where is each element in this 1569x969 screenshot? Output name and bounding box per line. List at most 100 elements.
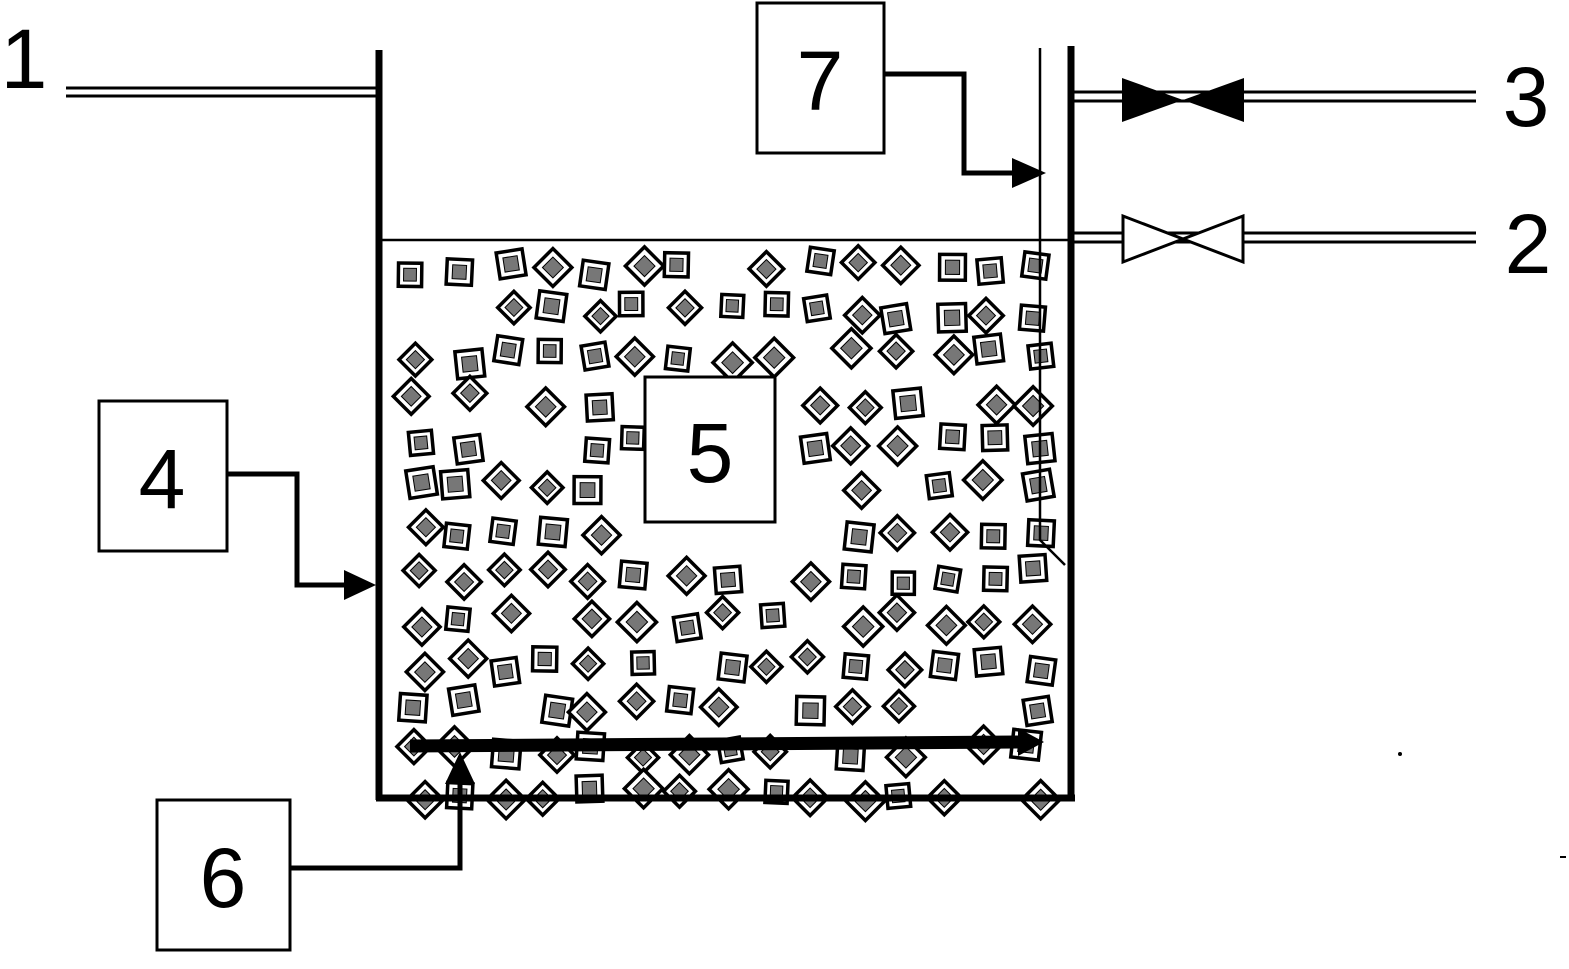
media-particle <box>528 469 566 506</box>
media-particle <box>580 514 623 557</box>
media-particle <box>880 688 917 725</box>
media-particle <box>1011 384 1055 428</box>
media-particle <box>716 651 749 684</box>
tank <box>375 46 1075 802</box>
media-particle <box>718 292 746 320</box>
media-particle <box>490 592 533 635</box>
media-particle <box>568 562 607 601</box>
media-particle <box>406 428 436 458</box>
media-particle <box>965 603 1003 641</box>
valve-2-icon <box>1121 213 1188 265</box>
media-particle <box>980 423 1010 453</box>
media-particle <box>937 252 968 283</box>
inlet-pipe-1 <box>66 86 382 98</box>
media-particle <box>617 559 649 591</box>
media-particle <box>1017 303 1048 334</box>
media-particle <box>833 687 872 726</box>
media-particle <box>438 467 472 501</box>
media-particle <box>444 562 484 602</box>
media-particle <box>712 564 744 596</box>
arrow-7-icon <box>1012 158 1046 188</box>
media-particle <box>829 326 874 371</box>
media-particle <box>582 436 612 465</box>
media-particle <box>396 691 429 724</box>
connector-6 <box>290 780 463 871</box>
connector-7 <box>884 71 1018 176</box>
media-particle <box>582 298 619 335</box>
media-particle <box>569 645 607 682</box>
media-particle <box>841 604 886 649</box>
media-particle <box>1020 467 1057 503</box>
arrow-4-icon <box>344 570 376 600</box>
media-particle <box>1019 249 1051 282</box>
component-7: 7 <box>755 1 1046 188</box>
valve-2-icon-right <box>1178 213 1245 265</box>
label-7: 7 <box>797 34 844 128</box>
media-particle <box>396 340 435 379</box>
media-particle <box>758 601 787 630</box>
media-particle <box>480 460 522 501</box>
media-particle <box>928 649 961 682</box>
media-particle <box>789 560 832 603</box>
media-particle <box>400 552 438 590</box>
media-particle <box>443 605 473 634</box>
media-particle <box>877 513 917 553</box>
media-particle <box>446 682 482 718</box>
media-particle <box>878 301 913 336</box>
media-particle <box>524 385 567 429</box>
box-5 <box>643 375 777 524</box>
media-particle <box>961 458 1005 502</box>
media-particle <box>534 288 569 324</box>
media-particle <box>706 767 751 812</box>
media-particle <box>486 551 523 589</box>
media-particles <box>390 243 1063 823</box>
aeration-pipe <box>409 728 1044 756</box>
media-particle <box>788 638 826 676</box>
media-particle <box>489 655 522 689</box>
media-particle <box>536 515 570 549</box>
speck <box>1398 752 1402 756</box>
media-particle <box>622 244 667 288</box>
media-particle <box>450 373 490 413</box>
media-particle <box>572 474 603 506</box>
media-particle <box>890 386 926 421</box>
media-particle <box>838 243 878 282</box>
media-particle <box>841 651 871 682</box>
inner-baffle <box>1038 48 1066 566</box>
media-particle <box>671 611 704 644</box>
media-particle <box>531 246 575 289</box>
box-4 <box>97 399 229 553</box>
media-particle <box>890 570 917 597</box>
media-particle <box>932 333 976 377</box>
media-particle <box>937 422 968 452</box>
media-particle <box>403 464 440 501</box>
media-particle <box>698 686 740 728</box>
media-particle <box>487 516 519 547</box>
label-5: 5 <box>687 406 734 500</box>
box-7 <box>755 1 886 155</box>
media-particle <box>662 250 691 279</box>
media-particle <box>491 333 525 367</box>
media-particle <box>1025 654 1058 688</box>
label-6: 6 <box>200 831 247 925</box>
media-particle <box>966 295 1006 336</box>
media-particle <box>536 337 564 365</box>
box-6 <box>155 798 292 952</box>
media-particle <box>1021 694 1055 728</box>
media-particle <box>403 650 446 694</box>
media-particle <box>936 301 969 334</box>
media-particle <box>971 332 1006 366</box>
media-particle <box>839 562 868 591</box>
media-particle <box>798 431 833 466</box>
media-particle <box>972 645 1005 678</box>
media-particle <box>1011 603 1054 646</box>
media-particle <box>401 606 443 648</box>
connector-4 <box>227 471 350 588</box>
arrow-6-icon <box>445 752 475 784</box>
media-particle <box>842 295 883 336</box>
media-particle <box>710 340 755 385</box>
media-particle <box>925 603 968 647</box>
media-particle <box>804 245 837 277</box>
media-particle <box>441 521 472 552</box>
